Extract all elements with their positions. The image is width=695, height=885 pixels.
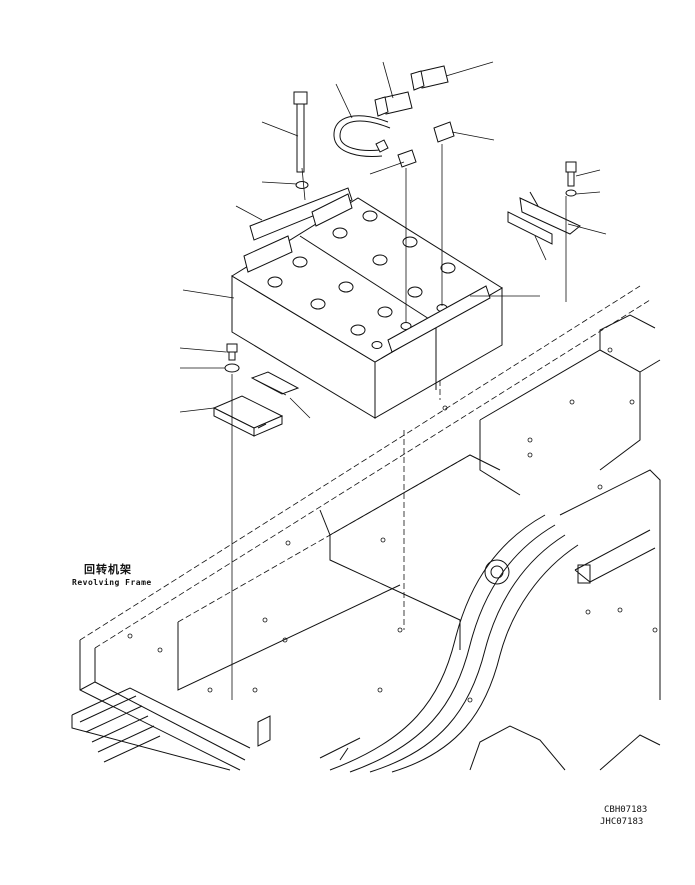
left-bracket	[212, 395, 284, 437]
frame-bolt-holes	[127, 347, 658, 703]
tie-rod-bolt	[293, 91, 309, 189]
battery-vent-caps	[267, 210, 456, 336]
leader-lines	[179, 61, 607, 700]
battery-cables	[333, 65, 455, 168]
left-washer	[224, 363, 240, 373]
revolving-frame	[71, 285, 661, 773]
right-bolt	[565, 161, 577, 197]
drawing-code-2: JHC07183	[600, 817, 644, 827]
revolving-frame-label-en: Revolving Frame	[72, 578, 152, 587]
left-shim	[250, 371, 300, 396]
drawing-code-1: CBH07183	[604, 805, 648, 815]
hold-down-bars	[243, 187, 581, 353]
revolving-frame-label-cn: 回转机架	[84, 563, 132, 576]
